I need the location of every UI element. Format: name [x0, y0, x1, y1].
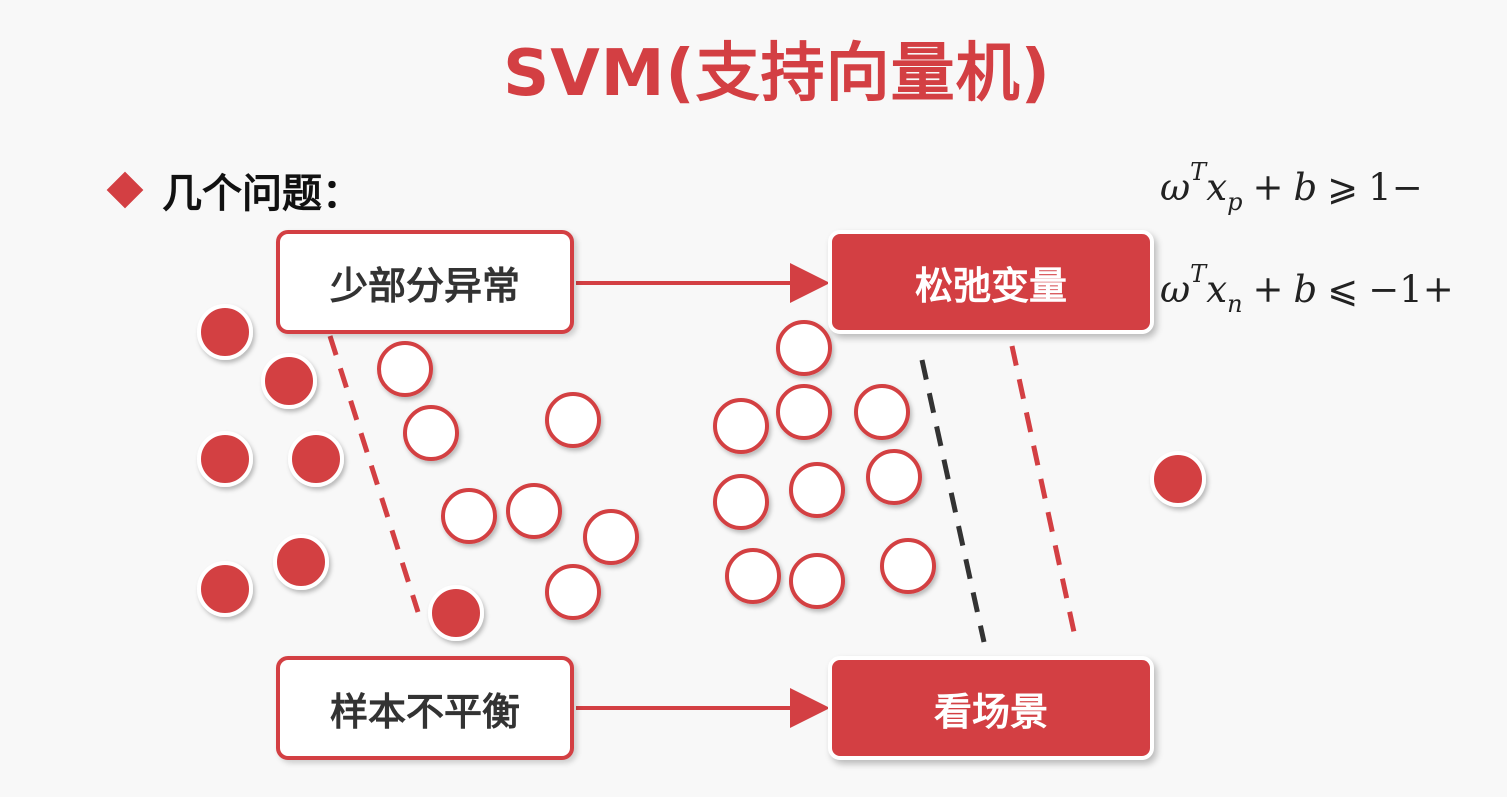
- positive-samples: [377, 320, 936, 620]
- positive-point: [583, 509, 639, 565]
- positive-point: [776, 320, 832, 376]
- positive-point: [506, 483, 562, 539]
- formula-omega: ω: [1160, 268, 1191, 311]
- formula-sup: T: [1190, 158, 1207, 186]
- formula-b: b: [1293, 268, 1318, 311]
- positive-point: [725, 548, 781, 604]
- formula-rhs: −1+: [1368, 268, 1454, 311]
- positive-point: [789, 462, 845, 518]
- formula-x: x: [1206, 268, 1228, 311]
- formula-sup: T: [1190, 260, 1207, 288]
- negative-point: [197, 304, 253, 360]
- positive-point: [789, 553, 845, 609]
- slide-title: SVM(支持向量机): [503, 37, 1051, 111]
- negative-point: [261, 353, 317, 409]
- formula-positive: ωTxp +b⩾1−: [1160, 158, 1423, 216]
- positive-point: [854, 384, 910, 440]
- formula-rel: ⩽: [1327, 268, 1359, 311]
- negative-samples: [197, 304, 1206, 641]
- left-margin-line: [327, 335, 421, 613]
- positive-point: [880, 538, 936, 594]
- right-margin-line: [1009, 345, 1077, 633]
- negative-point: [273, 534, 329, 590]
- positive-point: [403, 405, 459, 461]
- positive-point: [545, 564, 601, 620]
- formula-rhs: 1−: [1368, 166, 1423, 209]
- positive-point: [776, 384, 832, 440]
- negative-point: [288, 431, 344, 487]
- formula-plus: +: [1252, 166, 1284, 209]
- imbalance-box: 样本不平衡: [276, 656, 574, 760]
- positive-point: [866, 449, 922, 505]
- negative-point: [1150, 451, 1206, 507]
- scenario-box: 看场景: [828, 656, 1154, 760]
- slack-variable-box: 松弛变量: [828, 230, 1154, 334]
- positive-point: [713, 398, 769, 454]
- positive-point: [545, 392, 601, 448]
- formula-plus: +: [1252, 268, 1284, 311]
- bullet-text: 几个问题：: [162, 171, 362, 217]
- positive-point: [713, 474, 769, 530]
- formula-rel: ⩾: [1327, 166, 1359, 209]
- formula-sub: p: [1227, 188, 1243, 216]
- formula-negative: ωTxn +b⩽−1+: [1160, 260, 1454, 318]
- formula-omega: ω: [1160, 166, 1191, 209]
- positive-point: [377, 341, 433, 397]
- formula-x: x: [1206, 166, 1228, 209]
- formula-b: b: [1293, 166, 1318, 209]
- formula-sub: n: [1227, 290, 1243, 318]
- positive-point: [441, 488, 497, 544]
- negative-point: [197, 561, 253, 617]
- negative-point: [197, 431, 253, 487]
- outlier-box: 少部分异常: [276, 230, 574, 334]
- decision-boundary-line: [919, 359, 987, 643]
- negative-point: [428, 585, 484, 641]
- bullet-row: 几个问题：: [104, 160, 362, 220]
